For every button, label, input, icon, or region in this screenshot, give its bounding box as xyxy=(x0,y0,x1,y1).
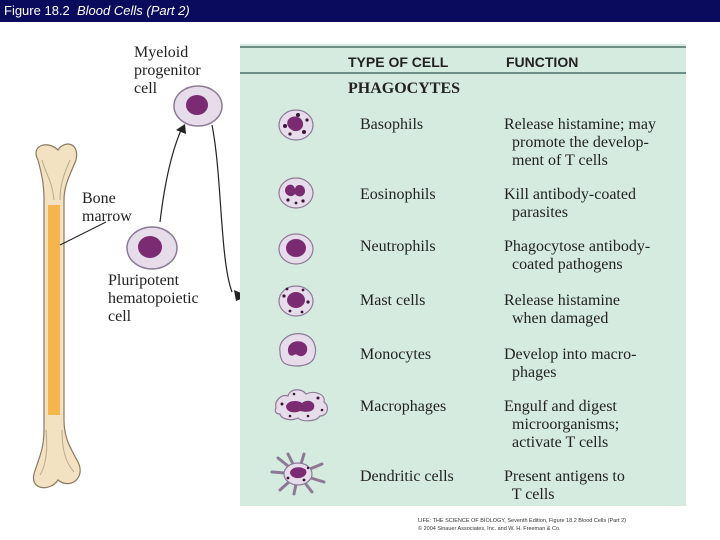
textbook-credit: LIFE: THE SCIENCE OF BIOLOGY, Seventh Ed… xyxy=(418,518,626,532)
monocyte-icon xyxy=(279,333,317,367)
cell-name-dendritic-cells: Dendritic cells xyxy=(360,468,454,485)
function-neutrophils: Phagocytose antibody- coated pathogens xyxy=(504,238,651,273)
cell-function-table: TYPE OF CELL FUNCTION PHAGOCYTES Basophi… xyxy=(240,44,686,506)
cell-name-mast-cells: Mast cells xyxy=(360,292,426,309)
bone-texture xyxy=(39,159,75,476)
category-label: PHAGOCYTES xyxy=(348,80,461,97)
neutrophil-icon xyxy=(278,233,314,265)
mast-cell-icon xyxy=(278,285,314,317)
bone-marrow-pointer xyxy=(59,221,107,246)
arrow-to-myeloid xyxy=(159,127,183,223)
function-macrophages: Engulf and digest microorganisms; activa… xyxy=(504,398,620,451)
dendritic-cell-icon xyxy=(270,452,326,496)
myeloid-label: Myeloid progenitor cell xyxy=(134,44,201,97)
function-mast-cells: Release histamine when damaged xyxy=(504,292,620,327)
function-basophils: Release histamine; may promote the devel… xyxy=(504,116,656,169)
figure-number: Figure 18.2 xyxy=(4,3,70,18)
macrophage-icon xyxy=(274,389,329,422)
title-bar: Figure 18.2 Blood Cells (Part 2) xyxy=(0,0,720,22)
column-header-function: FUNCTION xyxy=(506,54,579,70)
function-dendritic-cells: Present antigens to T cells xyxy=(504,468,625,503)
bone-marrow-label: Bone marrow xyxy=(82,190,132,225)
table-top-rule xyxy=(240,46,686,48)
figure-caption: Blood Cells (Part 2) xyxy=(77,3,190,18)
cell-name-basophils: Basophils xyxy=(360,116,424,133)
arrow-to-phagocytes xyxy=(211,124,233,293)
figure-title: Figure 18.2 Blood Cells (Part 2) xyxy=(4,3,190,18)
myeloid-progenitor-cell-icon xyxy=(173,85,223,127)
cell-name-neutrophils: Neutrophils xyxy=(360,238,436,255)
column-header-type: TYPE OF CELL xyxy=(348,54,449,70)
basophil-icon xyxy=(278,109,314,141)
bone-illustration xyxy=(32,143,81,489)
function-monocytes: Develop into macro- phages xyxy=(504,346,637,381)
eosinophil-icon xyxy=(278,177,314,209)
arrow-head-myeloid xyxy=(176,124,186,134)
pluripotent-cell-icon xyxy=(126,226,178,270)
pluripotent-label: Pluripotent hematopoietic cell xyxy=(108,272,199,325)
function-eosinophils: Kill antibody-coated parasites xyxy=(504,186,636,221)
bone-marrow-core xyxy=(48,205,60,415)
cell-name-monocytes: Monocytes xyxy=(360,346,432,363)
table-header-rule xyxy=(240,72,686,74)
cell-name-eosinophils: Eosinophils xyxy=(360,186,436,203)
cell-name-macrophages: Macrophages xyxy=(360,398,447,415)
